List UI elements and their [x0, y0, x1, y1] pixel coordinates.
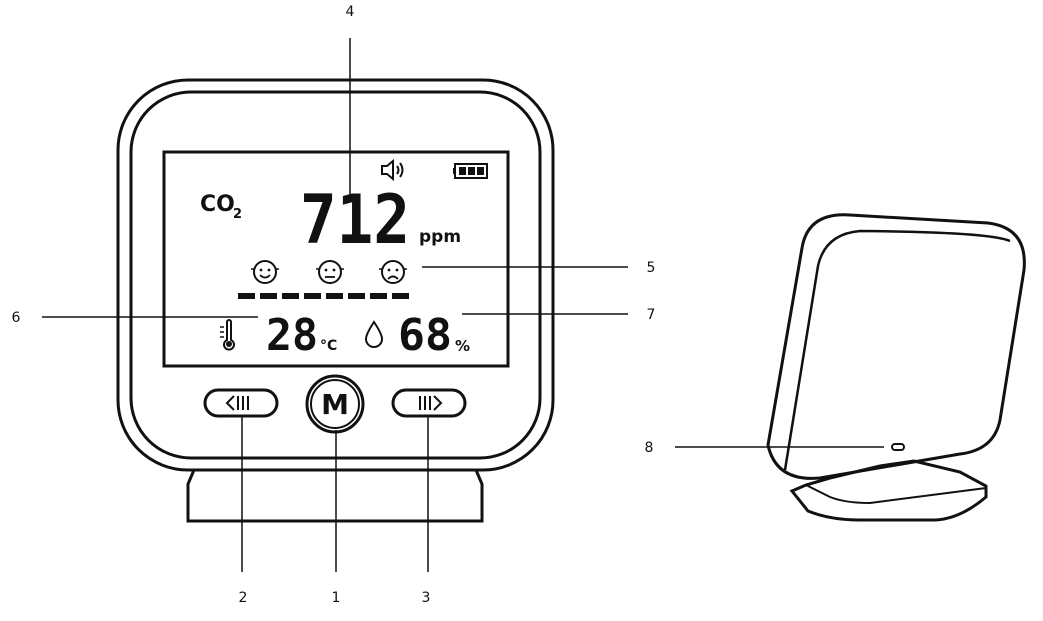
callout-8: 8 — [645, 440, 654, 456]
side-view — [766, 213, 1026, 522]
battery-icon — [453, 163, 488, 179]
sensor-port — [891, 443, 905, 451]
co2-label: CO — [200, 192, 235, 217]
callout-lines — [42, 38, 884, 572]
smiley-neutral-icon — [316, 260, 344, 284]
co2-unit: ppm — [419, 227, 461, 247]
speaker-icon — [381, 158, 404, 182]
mode-button[interactable]: M — [305, 374, 365, 434]
humidity-reading: 68 — [398, 310, 452, 361]
left-button[interactable] — [203, 388, 279, 418]
callout-2: 2 — [239, 590, 248, 606]
front-base-stand — [186, 469, 484, 523]
lcd-screen — [162, 150, 510, 368]
humidity-unit: % — [455, 337, 470, 355]
temperature-unit: °C — [320, 338, 337, 354]
callout-1: 1 — [332, 590, 341, 606]
callout-4: 4 — [346, 4, 355, 20]
side-panel-inner — [783, 229, 1011, 471]
smiley-sad-icon — [379, 260, 407, 284]
thermometer-icon — [220, 319, 235, 351]
co2-reading: 712 — [300, 181, 410, 260]
callout-7: 7 — [647, 307, 656, 323]
co2-subscript: 2 — [233, 207, 242, 222]
callout-5: 5 — [647, 260, 656, 276]
callout-3: 3 — [422, 590, 431, 606]
mode-button-label: M — [321, 388, 349, 421]
callout-6: 6 — [12, 310, 21, 326]
right-button[interactable] — [391, 388, 467, 418]
temperature-reading: 28 — [266, 310, 318, 361]
water-drop-icon — [364, 320, 384, 348]
side-panel-outer — [766, 213, 1026, 480]
side-base-plate — [789, 459, 988, 522]
air-quality-bar — [238, 293, 409, 299]
smiley-happy-icon — [251, 260, 279, 284]
